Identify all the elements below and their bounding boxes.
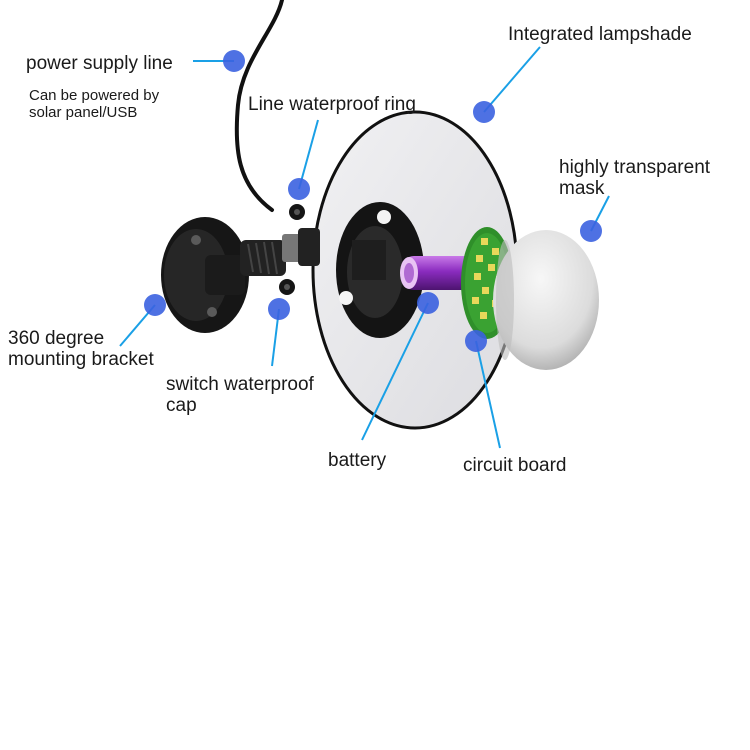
bracket-screw-hole-bottom — [207, 307, 217, 317]
label-solar-note-line2: solar panel/USB — [29, 104, 138, 121]
leader-integrated-lampshade — [483, 46, 541, 113]
label-solar-note-line1: Can be powered by — [29, 87, 160, 104]
transparent-mask — [493, 230, 599, 370]
label-switch-cap-line1: switch waterproof — [166, 374, 314, 395]
label-circuit-board: circuit board — [463, 455, 567, 476]
label-transparent-mask-line2: mask — [559, 178, 605, 199]
dot-power-supply-line — [223, 50, 245, 72]
label-line-waterproof-ring: Line waterproof ring — [248, 94, 416, 115]
leader-line-waterproof-ring — [298, 119, 319, 190]
bracket-screw-hole-top — [191, 235, 201, 245]
battery — [400, 256, 480, 290]
label-integrated-lampshade: Integrated lampshade — [508, 24, 692, 45]
dot-circuit-board — [465, 330, 487, 352]
dot-mounting-bracket — [144, 294, 166, 316]
dot-transparent-mask — [580, 220, 602, 242]
dot-integrated-lampshade — [473, 101, 495, 123]
dot-battery — [417, 292, 439, 314]
label-mounting-bracket-line1: 360 degree — [8, 328, 105, 349]
leader-battery — [361, 302, 429, 441]
leader-lines — [119, 46, 610, 449]
dot-switch-cap — [268, 298, 290, 320]
callout-dots — [144, 50, 602, 352]
power-cable — [234, 0, 284, 212]
label-mounting-bracket-line2: mounting bracket — [8, 349, 154, 370]
label-power-supply-line: power supply line — [26, 53, 173, 74]
label-battery: battery — [328, 450, 387, 471]
leader-circuit-board — [475, 340, 501, 449]
mounting-bracket — [161, 217, 320, 333]
dot-line-waterproof-ring — [288, 178, 310, 200]
label-transparent-mask-line1: highly transparent — [559, 157, 711, 178]
label-switch-cap-line2: cap — [166, 395, 197, 416]
